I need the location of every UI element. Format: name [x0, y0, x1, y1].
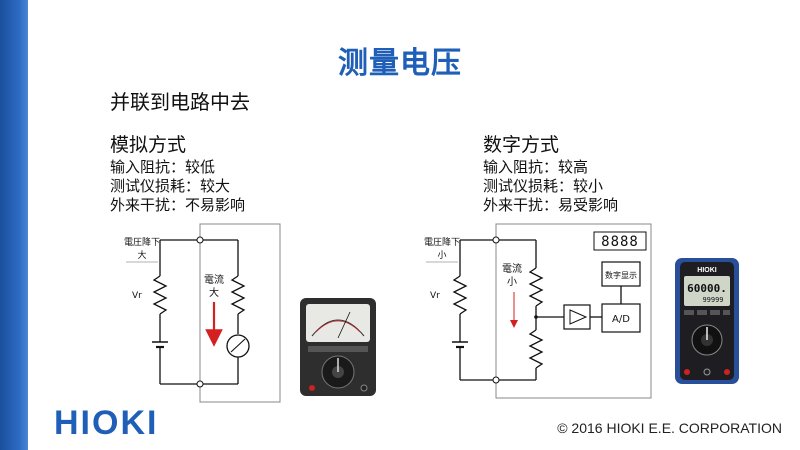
analog-terminal-bottom [196, 380, 204, 388]
digital-drop-value: 小 [437, 250, 446, 261]
digital-divider-resistor-bottom [528, 329, 544, 369]
digital-line-3: 外来干扰：易受影响 [483, 196, 619, 214]
digital-display-box-label: 数字显示 [605, 270, 637, 280]
digital-circuit-diagram: 電圧降下 小 Vr A/D 数字显示 8888 電流 小 [424, 223, 652, 399]
analog-line-3: 外来干扰：不易影响 [110, 196, 246, 214]
digital-meter-image: HIOKI 60000. 99999 [675, 258, 739, 384]
digital-terminal-top [492, 236, 500, 244]
hioki-logo: HIOKI [54, 404, 159, 442]
digital-drop-label: 電圧降下 [424, 236, 460, 248]
digital-vr-label: Vr [430, 291, 440, 301]
analog-meter-frame [199, 223, 281, 403]
digital-current-label: 電流 [502, 262, 522, 275]
analog-line-1: 输入阻抗：较低 [110, 158, 216, 176]
page-title: 测量电压 [338, 46, 462, 81]
analog-drop-value: 大 [137, 249, 146, 261]
digital-heading: 数字方式 [483, 134, 560, 156]
analog-current-label: 電流 [204, 273, 224, 286]
left-accent-bar [0, 0, 28, 450]
digital-display-box [601, 261, 641, 287]
analog-circuit-diagram: 電圧降下 大 Vr 電流 大 [124, 223, 281, 403]
analog-drop-label: 電圧降下 [124, 236, 160, 248]
digital-meter-frame [495, 223, 652, 399]
analog-load-resistor [152, 275, 168, 315]
page-subtitle: 并联到电路中去 [110, 90, 250, 114]
digital-terminal-bottom [492, 376, 500, 384]
digital-line-2: 测试仪损耗：较小 [483, 177, 604, 195]
analog-line-2: 测试仪损耗：较大 [110, 177, 231, 195]
meter-reading-sub: 99999 [702, 296, 723, 304]
digital-load-resistor [452, 275, 468, 315]
digital-current-value: 小 [507, 276, 517, 288]
analog-vr-label: Vr [132, 291, 142, 301]
analog-terminal-top [196, 236, 204, 244]
digital-section: 数字方式 输入阻抗：较高 测试仪损耗：较小 外来干扰：易受影响 [483, 133, 618, 215]
copyright-text: © 2016 HIOKI E.E. CORPORATION [557, 420, 782, 436]
meter-reading-main: 60000. [687, 282, 727, 295]
analog-meter-resistor [230, 275, 246, 315]
analog-meter-image [300, 298, 376, 396]
digital-line-1: 输入阻抗：较高 [483, 158, 589, 176]
analog-section: 模拟方式 输入阻抗：较低 测试仪损耗：较大 外来干扰：不易影响 [110, 133, 245, 215]
digital-seven-seg-display [593, 231, 647, 251]
digital-display-digits: 8888 [601, 234, 639, 250]
digital-divider-resistor-top [528, 267, 544, 307]
analog-heading: 模拟方式 [110, 134, 187, 156]
digital-adc-label: A/D [612, 314, 630, 325]
digital-adc-box [601, 303, 641, 333]
meter-brand: HIOKI [697, 267, 717, 274]
analog-current-value: 大 [209, 286, 219, 299]
